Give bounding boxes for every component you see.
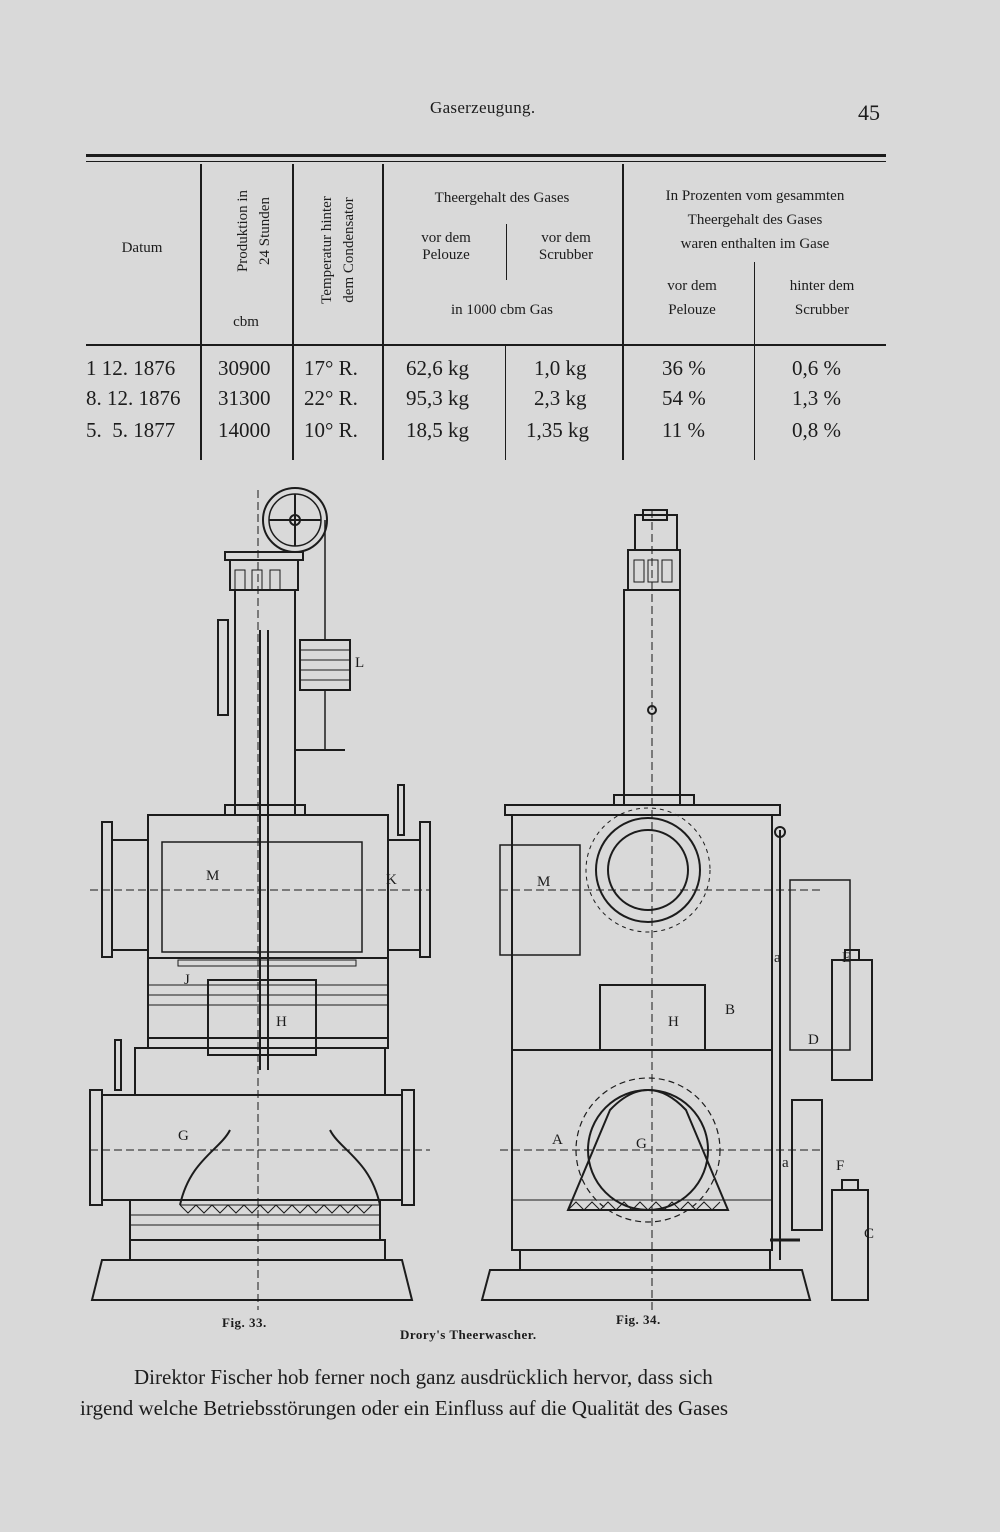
header-vor-scrubber-line1: vor dem bbox=[541, 230, 591, 246]
row2-produktion: 31300 bbox=[218, 386, 271, 410]
header-temperatur: Temperatur hinter dem Condensator bbox=[316, 170, 360, 330]
row1-pct-hinter: 0,6 % bbox=[792, 356, 841, 380]
fig33-label-K: K bbox=[386, 872, 397, 888]
fig34-label-H: H bbox=[668, 1014, 679, 1030]
table-top-rule bbox=[86, 154, 886, 157]
col-sep-3 bbox=[382, 164, 384, 460]
table-top-rule-thin bbox=[86, 161, 886, 162]
fig33-label-L: L bbox=[355, 655, 364, 671]
col-sep-theer-head bbox=[506, 224, 507, 280]
row2-temp: 22° R. bbox=[304, 386, 358, 410]
body-line-2: irgend welche Betriebsstörungen oder ein… bbox=[80, 1396, 729, 1420]
row3-temp: 10° R. bbox=[304, 418, 358, 442]
figure-caption: Drory's Theerwascher. bbox=[400, 1327, 537, 1342]
col-sep-1 bbox=[200, 164, 202, 460]
row2-pct-hinter: 1,3 % bbox=[792, 386, 841, 410]
row1-produktion: 30900 bbox=[218, 356, 271, 380]
header-temperatur-line2: dem Condensator bbox=[341, 197, 357, 303]
row1-datum: 1 12. 1876 bbox=[86, 356, 176, 380]
page-number: 45 bbox=[858, 100, 880, 125]
body-paragraph: Direktor Fischer hob ferner noch ganz au… bbox=[80, 1362, 880, 1424]
col-sep-2 bbox=[292, 164, 294, 460]
header-pct-vor-line1: vor dem bbox=[667, 278, 717, 294]
header-produktion-line1: Produktion in bbox=[235, 189, 251, 273]
header-prozent-line3: waren enthalten im Gase bbox=[680, 236, 830, 252]
row3-produktion: 14000 bbox=[218, 418, 271, 442]
fig34-caption: Fig. 34. bbox=[616, 1312, 661, 1327]
fig33-caption: Fig. 33. bbox=[222, 1315, 267, 1330]
header-vor-scrubber-line2: Scrubber bbox=[538, 247, 594, 264]
row3-pct-hinter: 0,8 % bbox=[792, 418, 841, 442]
col-sep-pct bbox=[754, 262, 755, 460]
fig34-label-G: G bbox=[636, 1136, 647, 1152]
body-line-1: Direktor Fischer hob ferner noch ganz au… bbox=[134, 1365, 713, 1389]
fig34-label-A: A bbox=[552, 1132, 563, 1148]
fig34-label-D: D bbox=[808, 1032, 819, 1048]
fig34-label-B: B bbox=[725, 1002, 735, 1018]
fig34-label-C: C bbox=[864, 1226, 874, 1242]
row2-pct-vor: 54 % bbox=[662, 386, 706, 410]
fig34-drawing bbox=[480, 509, 873, 1310]
fig34-label-M: M bbox=[537, 874, 550, 890]
header-vor-pelouze-line1: vor dem bbox=[421, 230, 471, 246]
row3-datum: 5. 5. 1877 bbox=[86, 418, 176, 442]
header-in-1000: in 1000 cbm Gas bbox=[450, 302, 554, 318]
row3-scrubber: 1,35 kg bbox=[526, 418, 589, 442]
data-table: Datum Produktion in 24 Stunden cbm Tempe… bbox=[86, 154, 886, 464]
header-prozent-line2: Theergehalt des Gases bbox=[687, 212, 823, 228]
fig33-label-G: G bbox=[178, 1128, 189, 1144]
header-pct-hinter-line2: Scrubber bbox=[794, 302, 850, 318]
col-sep-4 bbox=[622, 164, 624, 460]
table-header-rule bbox=[86, 344, 886, 346]
row1-pelouze: 62,6 kg bbox=[406, 356, 469, 380]
header-produktion: Produktion in 24 Stunden bbox=[232, 166, 276, 296]
fig34-label-E: E bbox=[842, 950, 851, 966]
fig33-label-J: J bbox=[184, 972, 190, 988]
fig33-label-M: M bbox=[206, 868, 219, 884]
row2-pelouze: 95,3 kg bbox=[406, 386, 469, 410]
header-produktion-unit: cbm bbox=[233, 314, 259, 330]
running-title: Gaserzeugung. bbox=[430, 98, 536, 117]
header-theergehalt: Theergehalt des Gases bbox=[434, 190, 570, 206]
figure-area: L M K J H G M B H A G a a E D F C Fig. 3… bbox=[80, 470, 900, 1350]
header-pct-vor-line2: Pelouze bbox=[668, 302, 716, 318]
header-pct-vor: vor dem Pelouze bbox=[634, 274, 750, 322]
header-temperatur-line1: Temperatur hinter bbox=[319, 196, 335, 304]
header-produktion-line2: 24 Stunden bbox=[257, 197, 273, 265]
page-header: Gaserzeugung. 45 bbox=[0, 98, 1000, 128]
fig33-drawing bbox=[89, 487, 431, 1310]
row3-pct-vor: 11 % bbox=[662, 418, 705, 442]
fig34-label-a-upper: a bbox=[774, 950, 781, 966]
row2-datum: 8. 12. 1876 bbox=[86, 386, 181, 410]
header-vor-pelouze: vor dem Pelouze bbox=[396, 230, 496, 265]
row2-scrubber: 2,3 kg bbox=[534, 386, 587, 410]
header-vor-scrubber: vor dem Scrubber bbox=[514, 230, 618, 265]
header-datum: Datum bbox=[121, 240, 163, 256]
row1-temp: 17° R. bbox=[304, 356, 358, 380]
row3-pelouze: 18,5 kg bbox=[406, 418, 469, 442]
header-vor-pelouze-line2: Pelouze bbox=[422, 247, 470, 264]
technical-drawing: L M K J H G M B H A G a a E D F C bbox=[89, 487, 874, 1310]
header-pct-hinter: hinter dem Scrubber bbox=[758, 274, 886, 322]
header-prozent: In Prozenten vom gesammten Theergehalt d… bbox=[624, 184, 886, 256]
header-pct-hinter-line1: hinter dem bbox=[789, 278, 855, 294]
header-prozent-line1: In Prozenten vom gesammten bbox=[665, 188, 845, 204]
fig34-label-a-lower: a bbox=[782, 1155, 789, 1171]
fig33-label-H: H bbox=[276, 1014, 287, 1030]
row1-scrubber: 1,0 kg bbox=[534, 356, 587, 380]
fig34-label-F: F bbox=[836, 1158, 844, 1174]
col-sep-theer-body bbox=[505, 346, 506, 460]
row1-pct-vor: 36 % bbox=[662, 356, 706, 380]
